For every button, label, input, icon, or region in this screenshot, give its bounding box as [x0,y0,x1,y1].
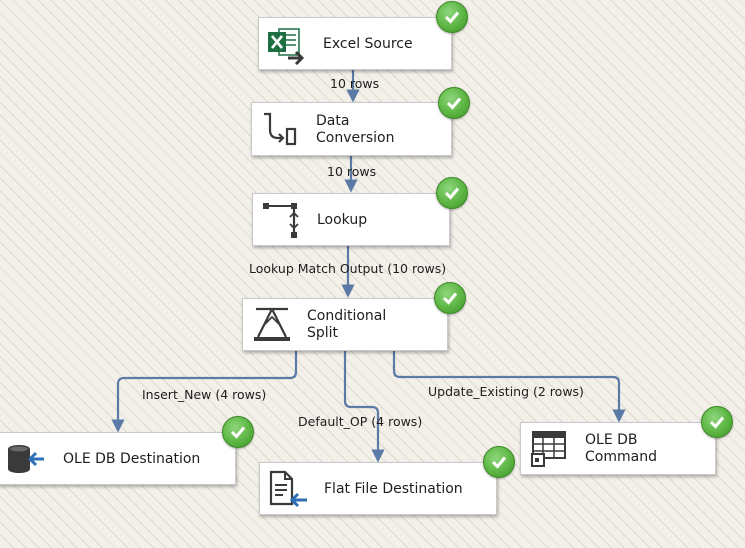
flat-file-destination-icon [268,469,308,509]
path-label-default-op: Default_OP (4 rows) [298,414,423,429]
ole-db-destination-label: OLE DB Destination [63,451,201,467]
excel-source-label: Excel Source [323,36,413,52]
ole-db-destination-icon [6,440,46,480]
path-label-insert-new: Insert_New (4 rows) [142,387,267,402]
flat-file-destination-component[interactable]: Flat File Destination [259,462,497,515]
ole-db-command-success-icon [701,406,733,438]
data-conversion-label: Data Conversion [316,113,395,146]
ole-db-destination-success-icon [222,416,254,448]
path-label-lookup-to-split: Lookup Match Output (10 rows) [249,261,447,276]
path-label-excel-to-conversion: 10 rows [330,76,380,91]
lookup-component[interactable]: Lookup [252,193,450,246]
path-split-default-op[interactable] [343,351,385,463]
conditional-split-success-icon [434,282,466,314]
path-label-conversion-to-lookup: 10 rows [327,164,377,179]
lookup-icon [261,200,301,240]
path-split-update-existing[interactable] [392,351,626,423]
excel-source-success-icon [436,1,468,33]
path-split-insert-new[interactable] [111,351,298,433]
data-conversion-icon [260,110,300,150]
data-conversion-success-icon [438,87,470,119]
conditional-split-component[interactable]: Conditional Split [242,298,448,351]
excel-source-component[interactable]: Excel Source [258,17,452,70]
excel-source-icon [266,25,306,66]
ole-db-destination-component[interactable]: OLE DB Destination [0,432,236,485]
lookup-success-icon [436,177,468,209]
ole-db-command-icon [530,429,570,469]
ole-db-command-label: OLE DB Command [585,432,657,465]
conditional-split-label: Conditional Split [307,308,387,341]
flat-file-destination-success-icon [483,446,515,478]
data-conversion-component[interactable]: Data Conversion [251,102,452,156]
lookup-label: Lookup [317,212,368,228]
conditional-split-icon [252,305,292,345]
flat-file-destination-label: Flat File Destination [324,481,463,497]
ole-db-command-component[interactable]: OLE DB Command [520,422,716,475]
path-label-update-existing: Update_Existing (2 rows) [428,384,584,399]
